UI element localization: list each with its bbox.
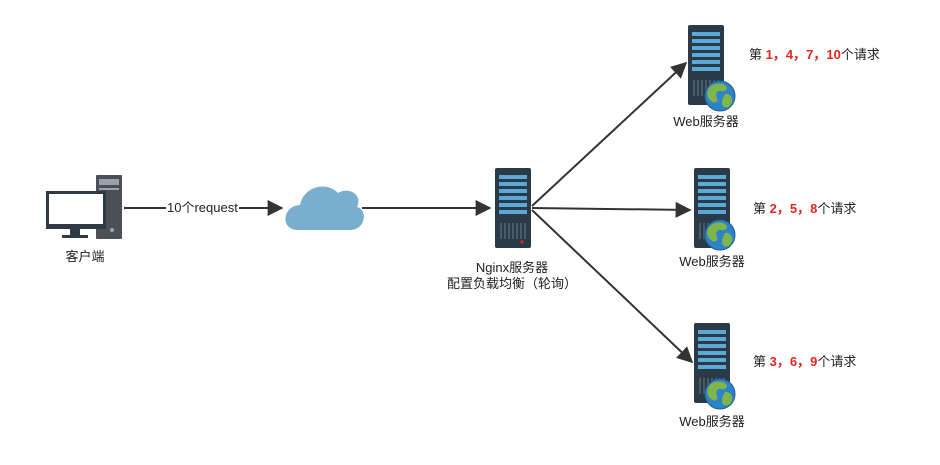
req-sep: ， bbox=[797, 354, 811, 369]
req-suffix: 个请求 bbox=[817, 201, 857, 216]
req-sep: ， bbox=[793, 47, 807, 62]
client-computer-icon bbox=[46, 175, 122, 239]
req-num: 10 bbox=[826, 47, 841, 62]
web-server-3-requests: 第 3，6，9个请求 bbox=[753, 353, 856, 370]
req-sep: ， bbox=[772, 47, 786, 62]
nginx-label-line2: 配置负载均衡（轮询） bbox=[446, 276, 578, 291]
web-server-2-requests: 第 2，5，8个请求 bbox=[753, 200, 856, 217]
req-num: 3 bbox=[769, 354, 777, 369]
client-label: 客户端 bbox=[65, 249, 105, 264]
web-server-1-icon bbox=[688, 25, 736, 112]
req-num: 2 bbox=[769, 201, 777, 216]
nginx-server-icon bbox=[495, 168, 531, 248]
req-sep: ， bbox=[776, 201, 790, 216]
edge-nginx-web-3 bbox=[531, 209, 694, 364]
req-sep: ， bbox=[797, 201, 811, 216]
edge-client-cloud-label: 10个request bbox=[166, 199, 239, 216]
req-num: 9 bbox=[810, 354, 818, 369]
req-prefix: 第 bbox=[753, 354, 770, 369]
req-num: 4 bbox=[785, 47, 794, 62]
req-suffix: 个请求 bbox=[840, 47, 880, 62]
edge-nginx-web-2 bbox=[531, 201, 692, 218]
web-server-1-requests: 第 1，4，7，10个请求 bbox=[749, 46, 880, 63]
web-server-3-icon bbox=[694, 323, 736, 410]
req-num: 1 bbox=[765, 47, 773, 62]
cloud-icon bbox=[285, 186, 364, 230]
req-num: 6 bbox=[789, 354, 798, 369]
web-server-2-label: Web服务器 bbox=[679, 254, 745, 269]
web-server-1-label: Web服务器 bbox=[673, 114, 739, 129]
req-sep: ， bbox=[776, 354, 790, 369]
req-prefix: 第 bbox=[753, 201, 770, 216]
req-prefix: 第 bbox=[749, 47, 766, 62]
req-num: 7 bbox=[806, 47, 814, 62]
req-num: 8 bbox=[810, 201, 818, 216]
req-suffix: 个请求 bbox=[817, 354, 857, 369]
nginx-label-line1: Nginx服务器 bbox=[475, 260, 549, 275]
web-server-2-icon bbox=[694, 168, 736, 251]
web-server-3-label: Web服务器 bbox=[679, 414, 745, 429]
edge-nginx-web-1 bbox=[531, 61, 688, 207]
req-num: 5 bbox=[789, 201, 798, 216]
req-sep: ， bbox=[813, 47, 827, 62]
